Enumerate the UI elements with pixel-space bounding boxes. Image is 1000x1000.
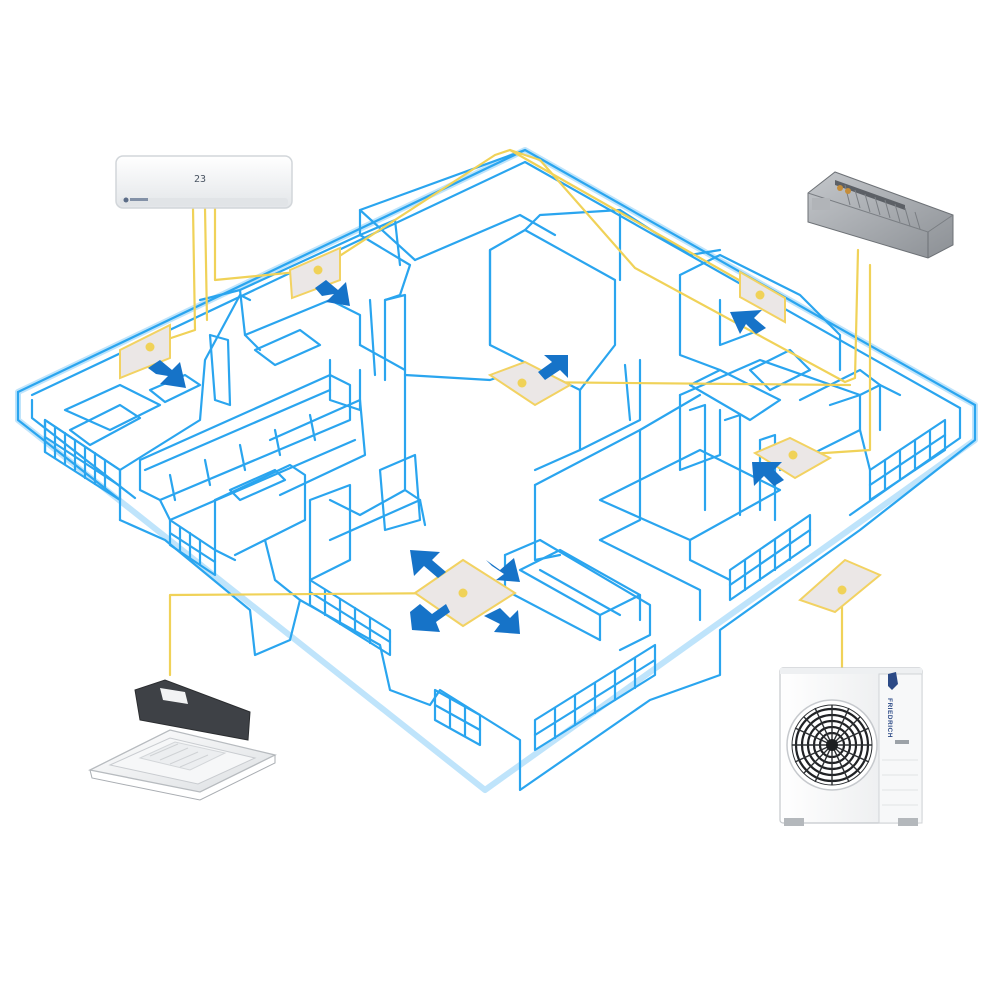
airflow-arrow (752, 462, 784, 486)
window-left-2 (168, 518, 217, 577)
connector-dot (458, 588, 468, 598)
airflow-arrow (315, 280, 350, 306)
outer-wall-top-inner (30, 160, 962, 410)
line-central-vent (516, 380, 852, 387)
line-wall-unit-b (203, 206, 209, 322)
floor-plan (15, 147, 978, 793)
window-right (868, 418, 947, 502)
connector-dot (788, 450, 798, 460)
vent-pad-center-upper (487, 360, 573, 407)
wall-mounted-indoor-unit: 23 (115, 155, 293, 209)
brand-logo-icon (123, 197, 129, 203)
airflow-arrows (148, 280, 784, 634)
outdoor-condenser-unit: FRIEDRICH (779, 667, 923, 826)
window-left (43, 418, 122, 502)
airflow-arrow (484, 608, 520, 634)
window-bottom-4 (728, 513, 812, 602)
wall-unit-display: 23 (194, 174, 206, 185)
connector-dot (313, 265, 323, 275)
connector-dot (145, 342, 155, 352)
outdoor-unit-brand: FRIEDRICH (886, 698, 893, 738)
connector-dot (517, 378, 527, 388)
window-bottom-2 (433, 688, 482, 747)
airflow-arrow (730, 310, 766, 334)
airflow-arrow (410, 604, 450, 632)
connector-dot (837, 585, 847, 595)
airflow-arrow (148, 360, 186, 388)
outer-wall-bottom-2 (30, 398, 137, 500)
outer-wall-left (16, 390, 122, 522)
ceiling-cassette-unit (88, 679, 277, 801)
vent-pad-bedroom-left (119, 323, 171, 380)
line-cassette (168, 591, 465, 677)
brand-logo-icon (888, 672, 898, 690)
concealed-ducted-unit (807, 171, 954, 259)
window-bottom-1 (308, 578, 392, 657)
connector-dot (755, 290, 765, 300)
line-main-trunk (508, 148, 860, 384)
airflow-arrow (538, 355, 568, 380)
airflow-arrow (410, 550, 446, 578)
airflow-arrow (486, 558, 520, 582)
window-bottom-3 (533, 643, 657, 752)
